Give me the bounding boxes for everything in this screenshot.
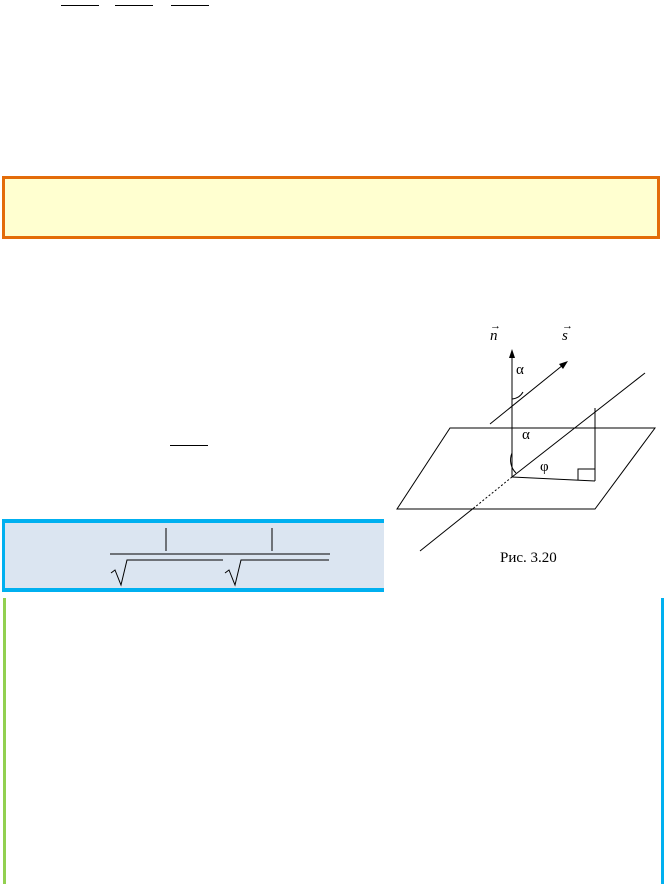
section-border-left: [3, 598, 6, 884]
normal-arrowhead: [509, 349, 515, 358]
plane: [396, 427, 656, 510]
fraction-bar-1: [61, 5, 99, 6]
figure-line-plane-angle: n → s → α α φ Рис. 3.20: [390, 318, 665, 568]
line-upper: [511, 372, 646, 478]
right-angle-mark: [577, 468, 595, 480]
direction-vector-line: [489, 364, 564, 425]
label-phi: φ: [540, 459, 549, 475]
section-border-right: [661, 598, 664, 884]
highlight-box-orange: [2, 176, 660, 239]
line-lower-dashed: [474, 476, 513, 508]
fraction-bar-mid: [170, 445, 208, 446]
alpha-arc-top: [511, 391, 524, 400]
vec-arrow-n: →: [490, 320, 501, 332]
line-below: [419, 506, 476, 552]
projection-line: [511, 476, 596, 482]
label-alpha-bottom: α: [522, 427, 530, 443]
figure-caption: Рис. 3.20: [500, 550, 557, 566]
alpha-arc-bottom: [510, 452, 517, 474]
vec-arrow-s: →: [562, 320, 573, 332]
fraction-bar-2: [115, 5, 153, 6]
label-alpha-top: α: [516, 362, 524, 378]
formula-roots: [110, 528, 330, 587]
formula-box-blue: [2, 519, 384, 592]
label-n: n: [490, 328, 498, 344]
label-s: s: [562, 328, 568, 344]
direction-arrowhead: [559, 361, 568, 369]
figure-svg: n → s → α α φ Рис. 3.20: [396, 320, 656, 566]
fraction-bar-3: [171, 5, 209, 6]
